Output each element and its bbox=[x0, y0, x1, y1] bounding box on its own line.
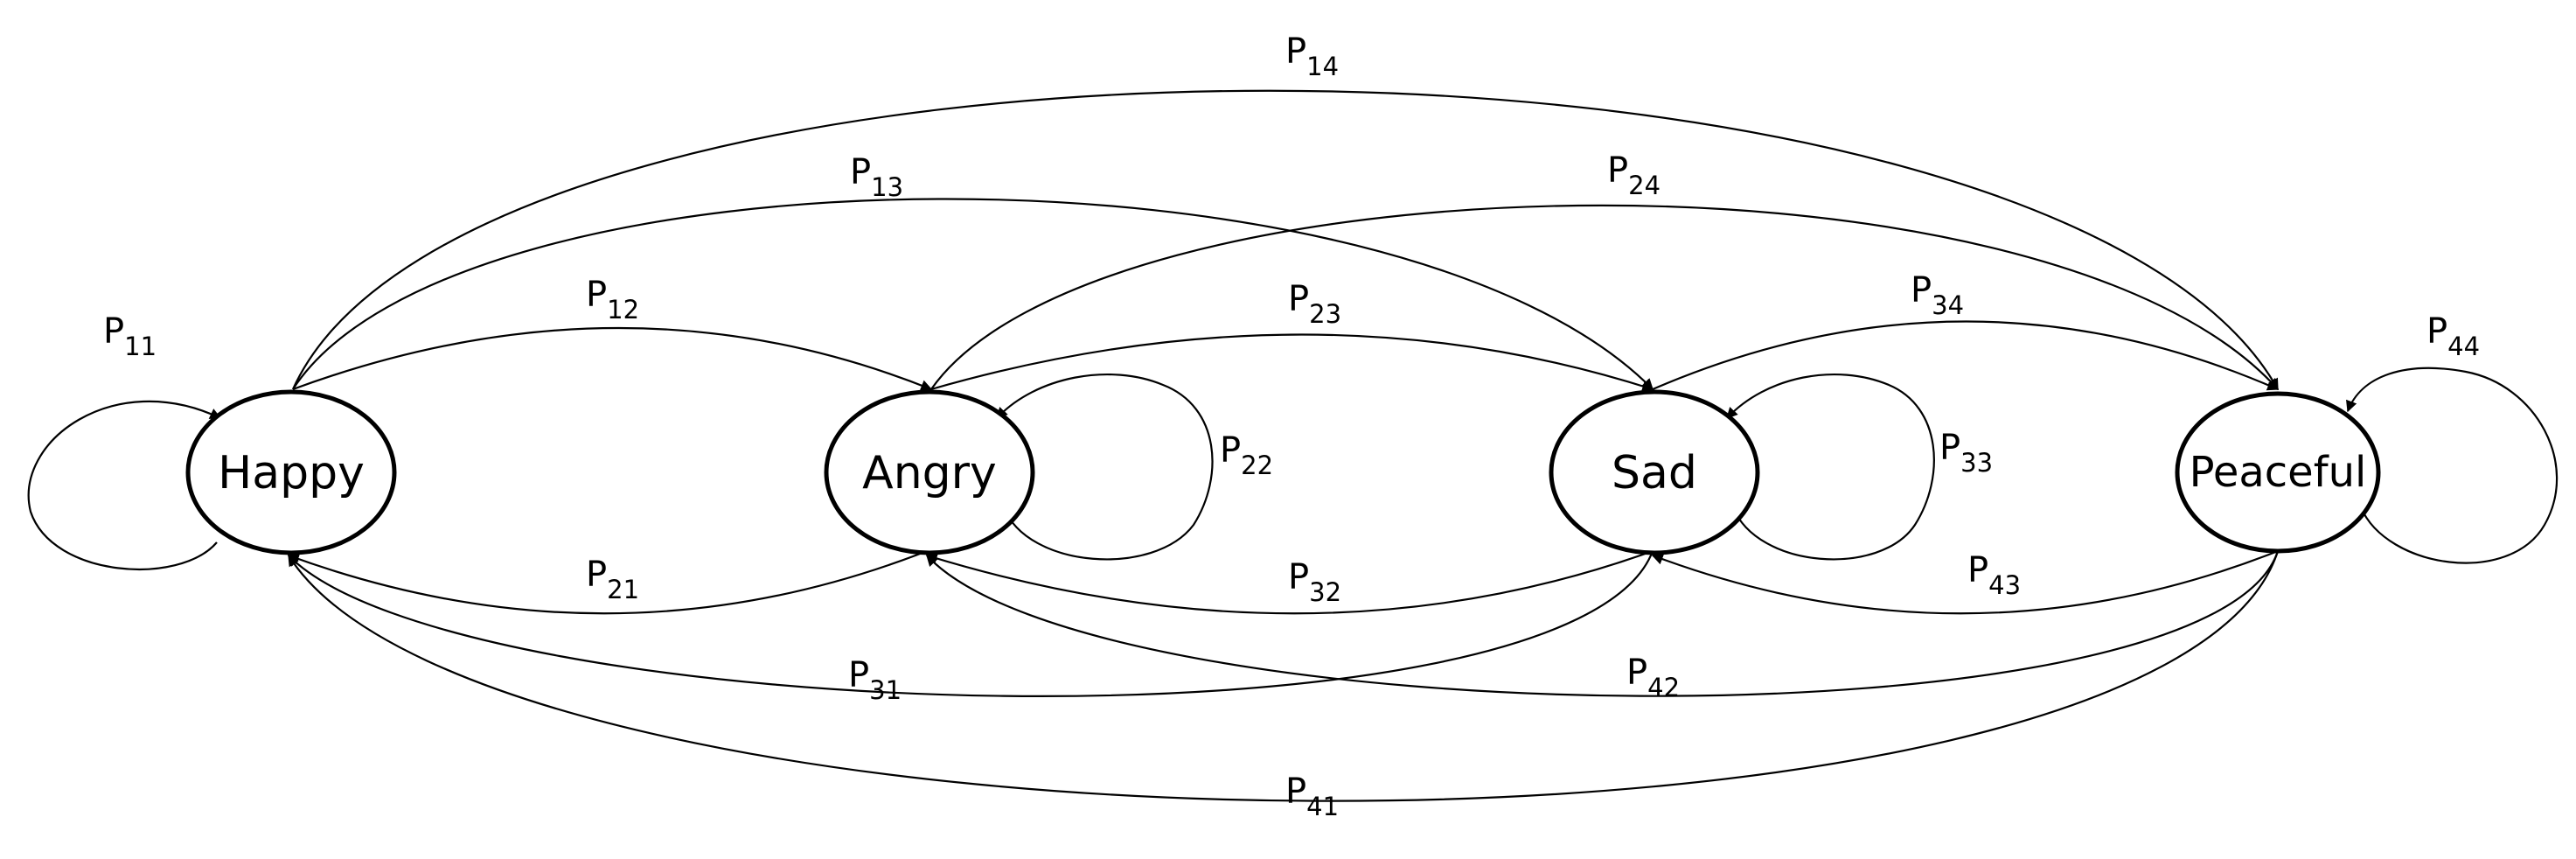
state-sad-ellipse bbox=[1549, 389, 1760, 555]
state-peaceful-label: Peaceful bbox=[2190, 448, 2367, 497]
label-p32: P32 bbox=[1288, 557, 1341, 607]
label-p33: P33 bbox=[1939, 428, 1993, 478]
state-happy-label: Happy bbox=[218, 447, 365, 499]
edge-p31 bbox=[288, 550, 1654, 697]
edge-p12 bbox=[292, 326, 933, 391]
label-p24: P24 bbox=[1607, 150, 1660, 200]
edge-p14 bbox=[291, 89, 2279, 391]
state-peaceful-ellipse bbox=[2175, 391, 2381, 554]
label-p44: P44 bbox=[2426, 311, 2480, 361]
state-sad-label: Sad bbox=[1612, 447, 1697, 499]
edge-p32 bbox=[925, 549, 1654, 615]
label-p31: P31 bbox=[848, 655, 902, 705]
edge-p23 bbox=[930, 333, 1654, 392]
edge-p44 bbox=[2346, 367, 2559, 564]
label-p22: P22 bbox=[1220, 430, 1273, 480]
label-p23: P23 bbox=[1288, 279, 1341, 329]
edge-p33 bbox=[1726, 373, 1935, 561]
label-p11: P11 bbox=[103, 311, 157, 361]
transition-labels: P11 P12 P13 P14 P21 P22 P23 P24 P31 P32 … bbox=[103, 31, 2480, 821]
state-happy-ellipse bbox=[185, 389, 397, 555]
label-p21: P21 bbox=[586, 555, 639, 604]
state-angry-label: Angry bbox=[862, 447, 997, 499]
edge-p34 bbox=[1652, 320, 2280, 391]
state-angry: Angry bbox=[824, 389, 1035, 555]
state-angry-ellipse bbox=[824, 389, 1035, 555]
state-peaceful: Peaceful bbox=[2175, 391, 2381, 554]
edge-p41 bbox=[288, 550, 2280, 802]
edge-p11 bbox=[27, 400, 222, 570]
label-p42: P42 bbox=[1626, 653, 1680, 702]
label-p12: P12 bbox=[586, 275, 639, 325]
label-p43: P43 bbox=[1967, 550, 2021, 600]
edge-p43 bbox=[1651, 549, 2279, 615]
transition-edges bbox=[27, 89, 2559, 802]
edge-p22 bbox=[996, 373, 1214, 561]
state-sad: Sad bbox=[1549, 389, 1760, 555]
edge-p13 bbox=[292, 198, 1654, 390]
label-p14: P14 bbox=[1285, 31, 1339, 81]
label-p34: P34 bbox=[1911, 270, 1964, 320]
edge-p21 bbox=[287, 549, 928, 615]
label-p41: P41 bbox=[1285, 772, 1339, 821]
edge-p42 bbox=[926, 550, 2280, 697]
state-happy: Happy bbox=[185, 389, 397, 555]
label-p13: P13 bbox=[850, 152, 903, 202]
edge-p24 bbox=[930, 204, 2279, 390]
